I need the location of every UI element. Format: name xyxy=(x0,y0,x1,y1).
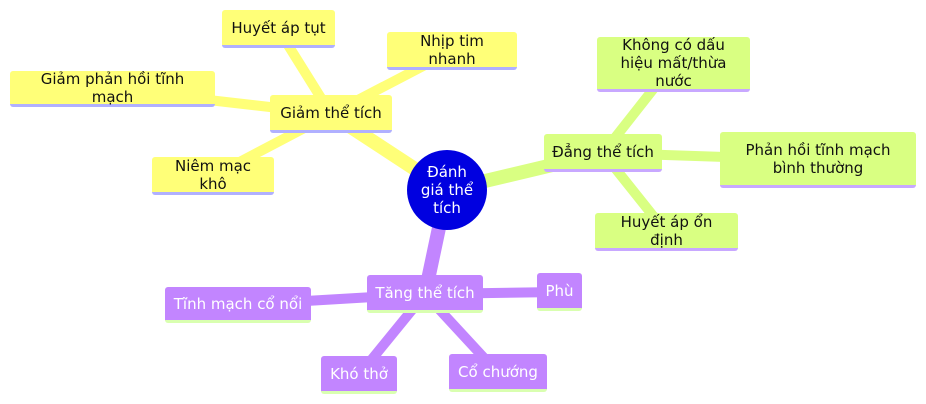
node-no-fluid-signs[interactable]: Không có dấu hiệu mất/thừa nước xyxy=(597,36,750,92)
node-hypovolemia[interactable]: Giảm thể tích xyxy=(270,95,392,133)
node-stable-bp[interactable]: Huyết áp ổn định xyxy=(595,213,738,251)
node-edema[interactable]: Phù xyxy=(537,273,582,311)
node-dyspnea[interactable]: Khó thở xyxy=(321,356,397,394)
root-label: Đánh giá thể tích xyxy=(420,163,474,217)
node-dry-mucosa[interactable]: Niêm mạc khô xyxy=(152,157,274,195)
node-decreased-venous-return[interactable]: Giảm phản hồi tĩnh mạch xyxy=(10,70,215,107)
node-hypervolemia[interactable]: Tăng thể tích xyxy=(367,275,483,313)
node-tachycardia[interactable]: Nhịp tim nhanh xyxy=(387,32,517,70)
node-hypotension[interactable]: Huyết áp tụt xyxy=(222,10,335,48)
node-euvolemia[interactable]: Đẳng thể tích xyxy=(544,134,662,172)
node-jvd[interactable]: Tĩnh mạch cổ nổi xyxy=(165,287,311,323)
node-ascites[interactable]: Cổ chướng xyxy=(449,354,547,392)
root-node[interactable]: Đánh giá thể tích xyxy=(407,150,487,230)
node-normal-venous-return[interactable]: Phản hồi tĩnh mạch bình thường xyxy=(720,132,916,188)
